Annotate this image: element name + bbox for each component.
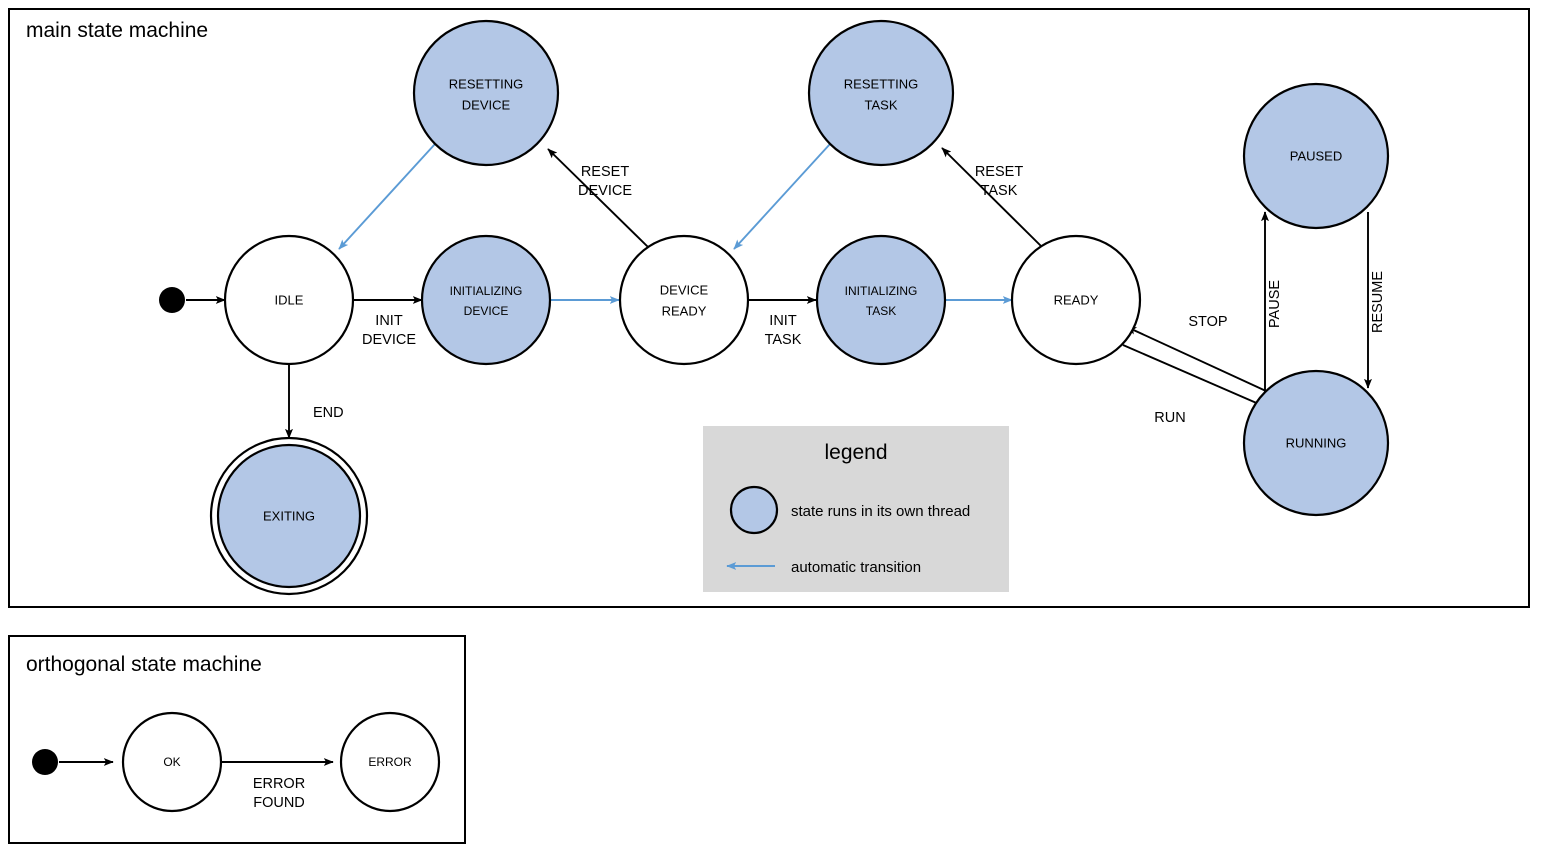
state-shape[interactable] [1010,234,1142,366]
state-shape[interactable] [121,711,223,813]
final-state-outer-ring [209,436,369,596]
state-label: READY [1054,292,1099,307]
state-shape[interactable] [807,19,955,167]
state-label-line2: DEVICE [462,97,511,112]
edge-label-reset-device-line2: DEVICE [578,183,632,199]
state-shape[interactable] [223,234,355,366]
state-shape[interactable] [618,234,750,366]
state-resetting-task[interactable]: RESETTING TASK [807,19,955,167]
state-label: PAUSED [1290,148,1343,163]
thread-state-swatch-icon [729,485,779,535]
edge-label-error-found-line1: ERROR [253,776,305,792]
legend-item-auto-transition: automatic transition [726,559,921,576]
transition-resetting-task-to-device-ready [733,143,831,250]
edge-label-end: END [313,405,344,421]
edge-line [547,148,649,248]
transition-resetting-device-to-idle [338,143,436,250]
edge-label-reset-task-line2: TASK [981,183,1018,199]
transition-ortho-ok-to-error: ERROR FOUND [222,758,334,811]
legend-item-thread-label: state runs in its own thread [791,503,970,520]
edge-label-init-task-line2: TASK [765,332,802,348]
orthogonal-machine-frame [8,635,466,844]
edge-line [733,143,831,250]
state-label-line1: RESETTING [844,76,918,91]
orthogonal-machine-title: orthogonal state machine [26,653,262,676]
transition-running-to-ready: STOP [1126,314,1267,392]
transition-ready-to-running: RUN [1122,344,1269,426]
state-label-line1: INITIALIZING [450,284,523,298]
state-label: OK [163,755,180,769]
state-initializing-task[interactable]: INITIALIZING TASK [815,234,947,366]
main-machine-frame [8,8,1530,608]
edge-label-init-device-line2: DEVICE [362,332,416,348]
transition-idle-to-exiting: END [285,364,344,439]
legend-item-thread: state runs in its own thread [729,485,970,535]
state-label: IDLE [275,292,304,307]
edge-label-pause: PAUSE [1267,280,1283,328]
state-shape[interactable] [1242,82,1390,230]
transition-device-ready-to-resetting-device: RESET DEVICE [547,148,649,248]
legend-title: legend [824,441,887,464]
initial-pseudostate-main [159,287,185,313]
edge-label-reset-device-line1: RESET [581,164,629,180]
state-device-ready[interactable]: DEVICE READY [618,234,750,366]
state-label: ERROR [368,755,412,769]
state-shape[interactable] [1242,369,1390,517]
state-label-line1: DEVICE [660,282,709,297]
state-label-line2: TASK [866,304,896,318]
state-ok[interactable]: OK [121,711,223,813]
state-shape[interactable] [420,234,552,366]
transition-idle-to-initializing-device: INIT DEVICE [353,296,423,348]
state-ready[interactable]: READY [1010,234,1142,366]
transition-device-ready-to-initializing-task: INIT TASK [749,296,817,348]
edge-label-init-task-line1: INIT [769,313,797,329]
state-label: EXITING [263,508,315,523]
state-shape[interactable] [412,19,560,167]
state-label-line2: DEVICE [464,304,509,318]
state-shape[interactable] [815,234,947,366]
state-label: RUNNING [1286,435,1347,450]
edge-label-init-device-line1: INIT [375,313,403,329]
state-running[interactable]: RUNNING [1242,369,1390,517]
main-machine-title: main state machine [26,19,208,42]
state-error[interactable]: ERROR [339,711,441,813]
transition-ready-to-resetting-task: RESET TASK [941,147,1042,247]
edge-line [1122,344,1269,409]
state-idle[interactable]: IDLE [223,234,355,366]
initial-pseudostate-orthogonal [32,749,58,775]
state-label-line2: READY [662,303,707,318]
legend: legend state runs in its own thread auto… [703,426,1009,592]
state-label-line2: TASK [865,97,898,112]
edge-line [338,143,436,250]
legend-item-auto-label: automatic transition [791,559,921,576]
state-initializing-device[interactable]: INITIALIZING DEVICE [420,234,552,366]
state-shape[interactable] [216,443,362,589]
transition-running-to-paused: PAUSE [1261,211,1283,395]
edge-label-stop: STOP [1188,314,1227,330]
state-resetting-device[interactable]: RESETTING DEVICE [412,19,560,167]
state-shape[interactable] [339,711,441,813]
state-exiting[interactable]: EXITING [209,436,369,596]
state-label-line1: INITIALIZING [845,284,918,298]
transition-paused-to-running: RESUME [1364,212,1386,389]
edge-label-run: RUN [1154,410,1185,426]
edge-line [941,147,1042,247]
state-paused[interactable]: PAUSED [1242,82,1390,230]
edge-label-error-found-line2: FOUND [253,795,305,811]
edge-line [1126,326,1267,392]
state-label-line1: RESETTING [449,76,523,91]
edge-label-resume: RESUME [1370,271,1386,333]
edge-label-reset-task-line1: RESET [975,164,1023,180]
